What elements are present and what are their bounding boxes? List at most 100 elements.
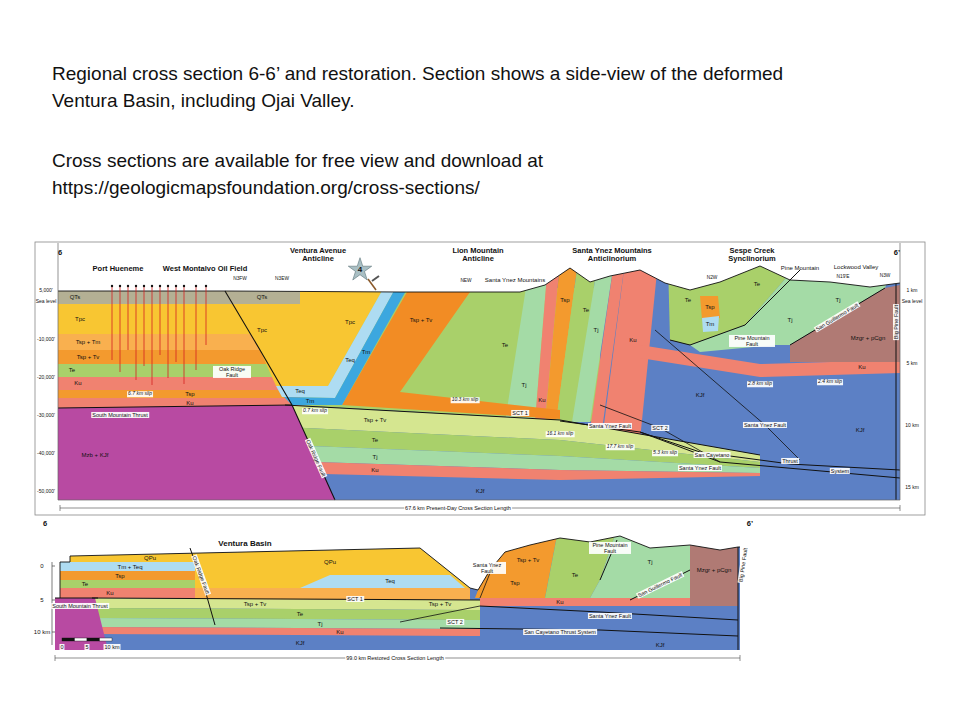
formation-label: Te [297, 611, 303, 618]
restored-section [35, 518, 760, 661]
oil-well [128, 286, 129, 350]
fault-label: Santa Ynez Fault [743, 422, 787, 428]
fault-line [790, 288, 885, 345]
fault-label: Big Pine Fault [737, 547, 748, 584]
rock-unit [58, 390, 300, 398]
formation-label: KJf [296, 640, 305, 647]
present-day-section [35, 242, 925, 515]
formation-label: KJf [656, 642, 665, 649]
formation-label: Tj [594, 327, 599, 334]
fault-line [58, 405, 292, 408]
dimension-line [740, 655, 741, 661]
rock-unit [276, 289, 395, 398]
fault-line [225, 291, 335, 500]
rock-unit [300, 575, 465, 588]
scale-label: 5 [84, 644, 89, 650]
formation-label: Tpc [345, 319, 355, 326]
fault-label: Oak Ridge Fault [213, 366, 251, 378]
fault-label: Santa Ynez Fault [588, 613, 632, 619]
fault-line [440, 628, 738, 636]
axis-label: -50,000' [37, 489, 55, 495]
oil-well [144, 286, 145, 366]
formation-label: Te [685, 297, 691, 304]
formation-label: Tm [306, 398, 315, 405]
fault-line [92, 598, 480, 600]
callout-number: 4 [358, 266, 362, 275]
slip-label: 5.3 km slip [652, 450, 678, 456]
scale-bar [87, 638, 100, 641]
section-heading: Port Hueneme [93, 265, 144, 273]
oil-well [176, 286, 177, 362]
fault-line [738, 547, 739, 650]
fault-label: South Mountain Thrust [91, 412, 149, 418]
formation-label: Tsp + Tv [517, 557, 540, 564]
oil-well [206, 286, 207, 345]
formation-label: Ku [336, 628, 343, 635]
well-head [151, 285, 153, 287]
formation-label: Teq [295, 388, 305, 395]
title: Regional cross section 6-6’ and restorat… [52, 60, 842, 114]
formation-label: Tsp + Tv [429, 601, 452, 608]
scale-bar [75, 638, 88, 641]
formation-label: Tj [522, 382, 527, 389]
fault-line [285, 405, 760, 455]
rock-unit [285, 461, 760, 480]
fault-label: Pine Mountain Fault [589, 542, 631, 554]
fault-label: San Guillermo Fault [636, 571, 684, 599]
axis-line [900, 243, 901, 500]
formation-label: Tsp [510, 580, 519, 587]
fault-line [560, 421, 900, 478]
rock-unit [60, 562, 195, 571]
axis-tick [52, 632, 55, 633]
locality-star [348, 258, 371, 280]
section-heading: 6’ [894, 249, 900, 257]
formation-label: Lockwood Valley [834, 264, 879, 271]
fault-line [190, 548, 215, 625]
axis-label: 1 km [907, 288, 918, 294]
scale-label: 67.6 km Present-Day Cross Section Length [404, 505, 512, 511]
well-head [127, 285, 129, 287]
formation-label: Mzgr + pCgn [697, 567, 732, 574]
formation-label: QPu [144, 555, 156, 562]
bearing-label: N3FW [233, 276, 247, 281]
slip-label: 2.8 km slip [747, 381, 773, 387]
bearing-label: N3EW [275, 276, 289, 281]
well-head [195, 285, 197, 287]
fault-line [400, 606, 480, 622]
axis-label: Sea level [36, 299, 57, 305]
fault-label: Santa Ynez Fault [468, 562, 506, 574]
rock-unit [284, 289, 407, 405]
slip-label: 2.4 km slip [817, 379, 843, 385]
fault-label: SCT 1 [346, 596, 364, 602]
axis-label: 5,000' [39, 288, 52, 294]
axis-tick [52, 600, 55, 601]
section-heading: Lion Mountain Anticline [442, 247, 514, 264]
formation-label: QPu [324, 559, 336, 566]
ground-surface [60, 536, 740, 598]
rock-unit [702, 316, 719, 332]
fault-line [655, 330, 800, 460]
fault-line [55, 598, 98, 599]
rock-unit [60, 588, 195, 598]
fault-line [670, 270, 800, 345]
rock-unit [92, 598, 480, 610]
axis-label: Sea level [902, 299, 923, 305]
oil-well [184, 286, 185, 384]
fault-label: SCT 1 [511, 410, 529, 416]
formation-label: Tsp + Tv [77, 354, 100, 361]
axis-label: -30,000' [37, 413, 55, 419]
fault-label: SCT 2 [446, 619, 464, 625]
slip-label: 6.7 km slip [127, 391, 153, 397]
formation-label: Tsp + Tv [364, 417, 387, 424]
formation-label: Santa Ynez Mountains [485, 277, 545, 284]
axis-label: 15 km [905, 485, 919, 491]
well-head [135, 285, 137, 287]
rock-unit [58, 377, 300, 390]
formation-label: QTs [70, 294, 81, 301]
scale-bar [62, 638, 75, 641]
dimension-line [55, 655, 56, 661]
section-heading: Ventura Avenue Anticline [282, 247, 354, 264]
fault-label: Oak Ridge Fault [305, 438, 328, 479]
axis-line [58, 500, 900, 501]
